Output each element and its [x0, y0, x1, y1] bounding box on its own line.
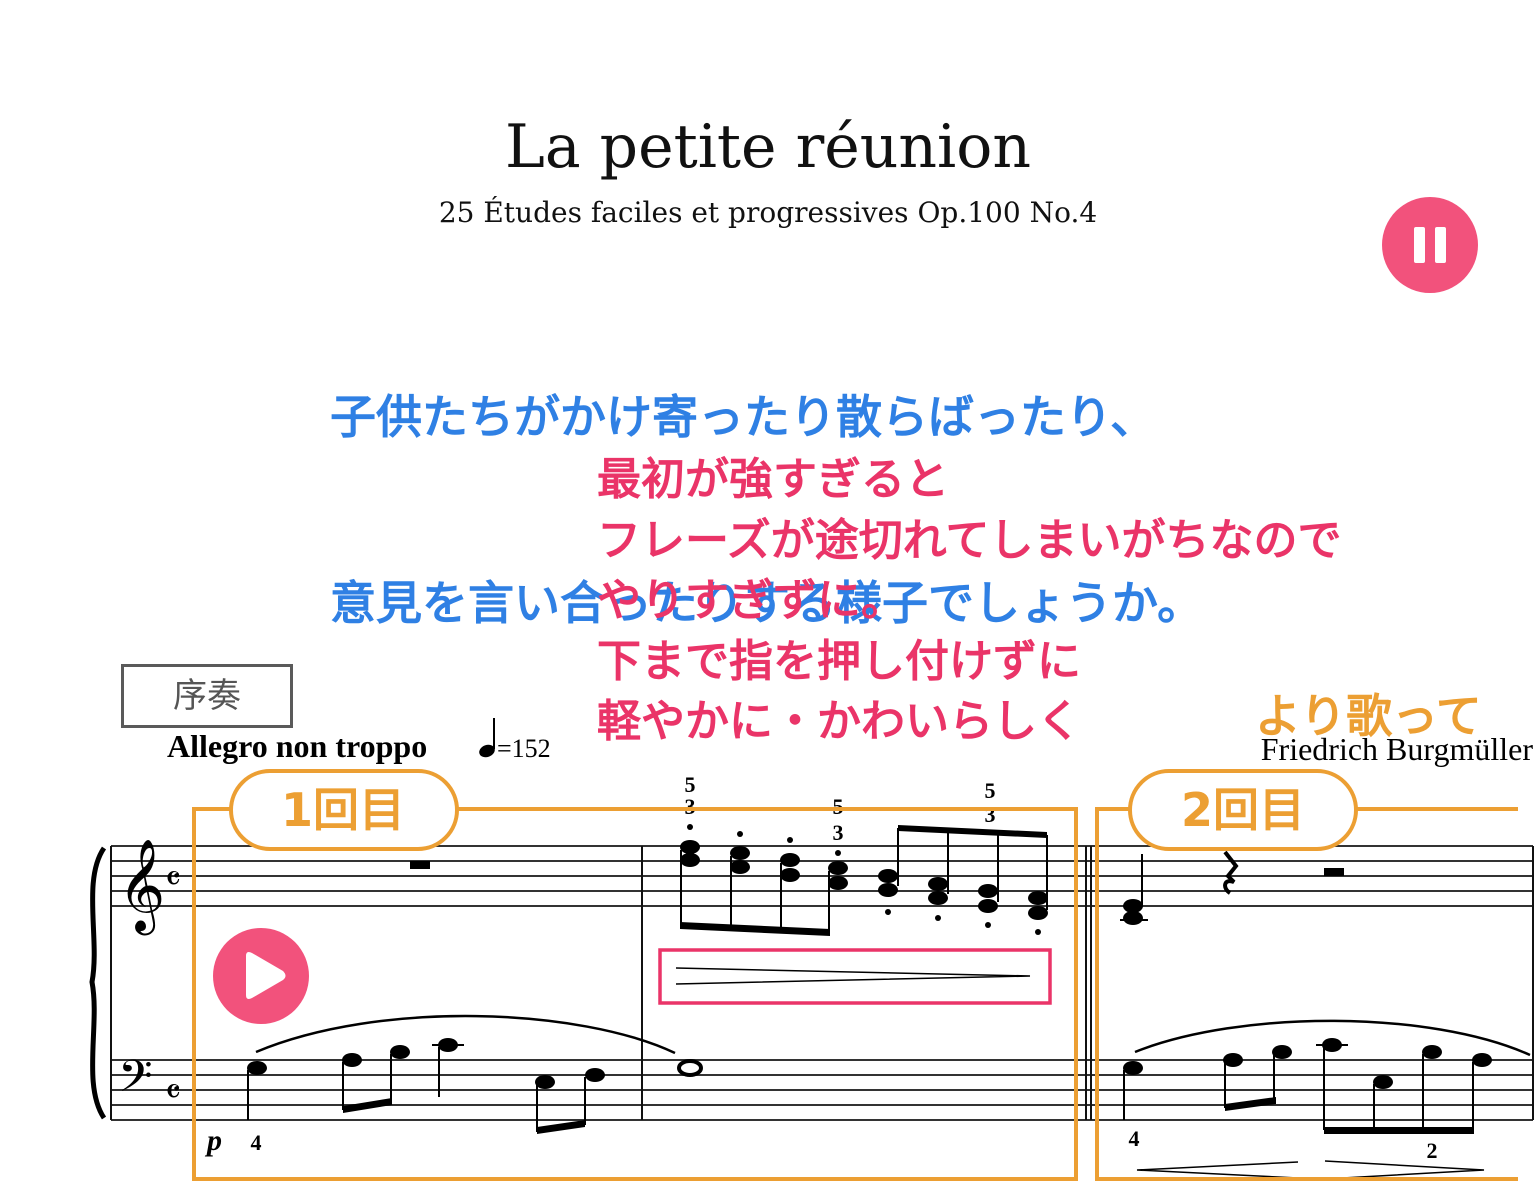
repeat-label-2: 2回目	[1181, 783, 1305, 837]
pink-comment-line: 下まで指を押し付けずに	[597, 635, 1081, 687]
slur	[255, 1014, 676, 1055]
treble-clef-icon: 𝄞	[118, 838, 165, 935]
measure-2-stems	[680, 828, 1048, 933]
brace	[89, 846, 107, 1120]
piece-subtitle: 25 Études faciles et progressives Op.100…	[438, 196, 1098, 229]
whole-note	[677, 1059, 703, 1077]
bass-stems	[247, 1044, 1474, 1132]
hairpins	[1136, 1160, 1485, 1180]
section-label: 序奏	[121, 664, 293, 728]
measure-2-treble-notes	[680, 824, 1048, 936]
measure-3-treble	[1120, 850, 1344, 925]
tempo-text: Allegro non troppo	[167, 728, 427, 764]
fingering: 5	[685, 772, 696, 797]
common-time-icon: 𝄴	[165, 859, 181, 899]
play-button[interactable]	[213, 928, 309, 1024]
pause-button[interactable]	[1382, 197, 1478, 293]
fingering: 3	[685, 794, 696, 819]
common-time-icon: 𝄴	[165, 1072, 181, 1112]
repeat-label-1: 1回目	[281, 783, 405, 837]
fingering: 5	[833, 794, 844, 819]
pink-comment-line: 最初が強すぎると	[597, 454, 949, 505]
pink-comment-line: やりすぎずに。	[597, 575, 905, 626]
bass-notes	[247, 1038, 1492, 1134]
whole-rest	[410, 861, 430, 869]
composer: Friedrich Burgmüller	[1261, 731, 1534, 767]
treble-staff	[111, 845, 1533, 907]
repeat-box-2	[1095, 769, 1518, 1181]
repeat-box-1	[192, 769, 1078, 1181]
bass-clef-icon: 𝄢	[118, 1050, 153, 1113]
fingering: 3	[833, 820, 844, 845]
fingerings: 5 3 5 3 5 3 4 4 2	[251, 772, 1438, 1163]
blue-comment-line: 意見を言い合ったりする様子でしょうか。	[330, 576, 1204, 630]
fingering: 4	[1129, 1126, 1140, 1151]
bass-staff	[111, 1059, 1533, 1121]
blue-comment: 子供たちがかけ寄ったり散らばったり、 意見を言い合ったりする様子でしょうか。	[330, 262, 1203, 696]
orange-comment: より歌って	[1255, 689, 1482, 743]
quarter-note-icon	[479, 718, 495, 758]
dynamic-piano: p	[204, 1124, 222, 1157]
pink-comment-line: フレーズが途切れてしまいがちなので	[597, 514, 1342, 566]
fingering: 2	[1427, 1138, 1438, 1163]
fingering: 5	[985, 778, 996, 803]
blue-comment-line: 子供たちがかけ寄ったり散らばったり、	[330, 390, 1157, 444]
decrescendo-highlight	[658, 948, 1052, 1005]
decrescendo-hairpin	[675, 967, 1031, 985]
barlines	[110, 846, 1534, 1120]
pink-comment: 最初が強すぎると フレーズが途切れてしまいがちなので やりすぎずに。 下まで指を…	[597, 450, 1341, 753]
piece-title: La petite réunion	[504, 112, 1032, 182]
tempo-value: =152	[497, 734, 551, 763]
pause-icon	[1414, 227, 1425, 263]
fingering: 4	[251, 1130, 262, 1155]
pause-icon-bar	[1435, 227, 1446, 263]
pink-comment-line: 軽やかに・かわいらしく	[597, 696, 1081, 747]
slur	[1134, 1019, 1531, 1057]
play-icon	[246, 952, 286, 999]
fingering: 3	[985, 802, 996, 827]
